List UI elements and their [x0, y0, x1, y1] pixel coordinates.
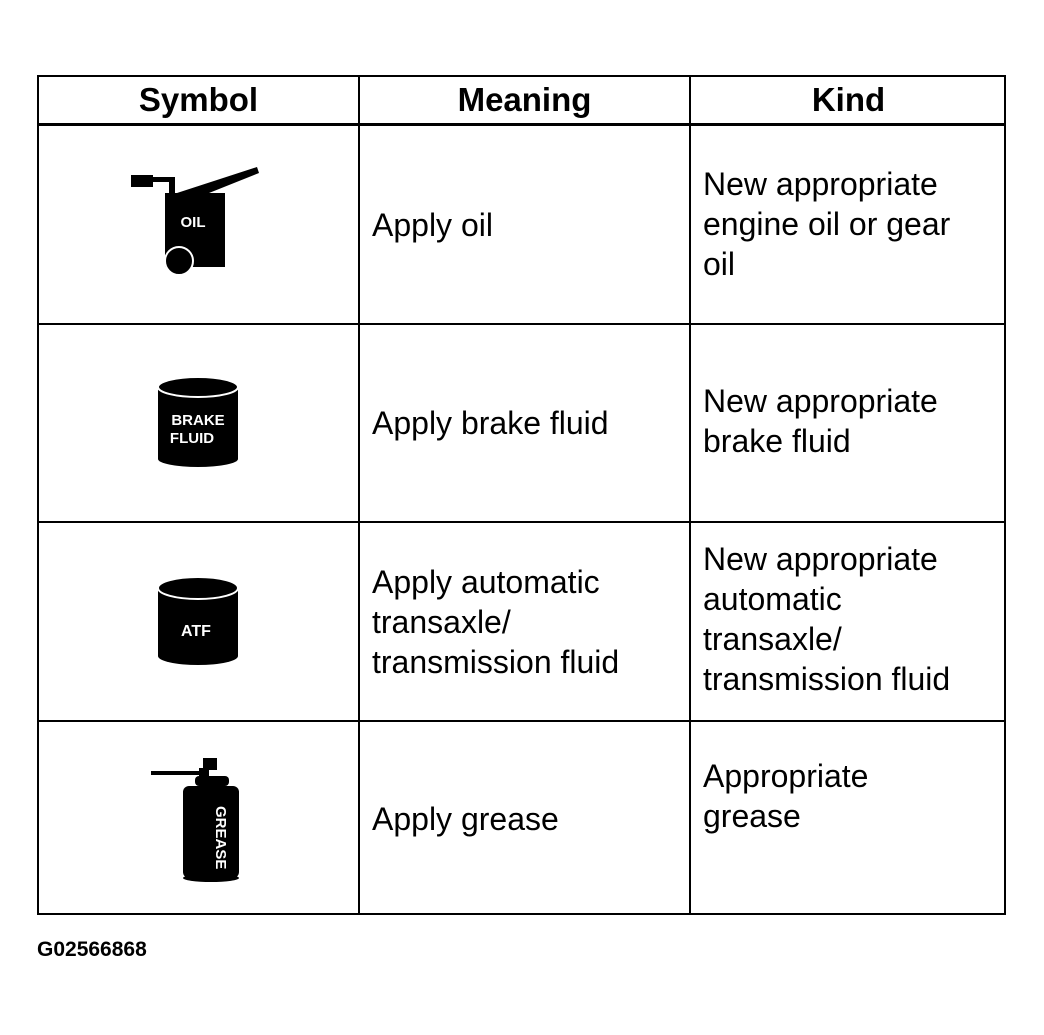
row-divider: [39, 720, 1004, 722]
kind-cell-atf: New appropriate automatic transaxle/ tra…: [691, 523, 1006, 720]
symbol-cell-brake-fluid: BRAKE FLUID: [39, 325, 358, 521]
brake-fluid-can-icon: BRAKE FLUID: [156, 376, 239, 467]
kind-cell-brake-fluid: New appropriate brake fluid: [691, 325, 1006, 521]
header-kind: Kind: [811, 81, 886, 118]
grease-can-icon: GREASE: [150, 757, 239, 882]
figure-id: G02566868: [37, 938, 147, 961]
atf-icon-label: ATF: [181, 623, 211, 640]
atf-can-icon: ATF: [156, 575, 239, 665]
header-symbol: Symbol: [138, 81, 259, 118]
oil-can-icon: OIL: [130, 166, 259, 276]
symbol-cell-oil: OIL: [39, 126, 358, 323]
meaning-cell-brake-fluid: Apply brake fluid: [360, 325, 689, 521]
symbol-table: Symbol Meaning Kind OIL Apply oil New ap…: [37, 75, 1006, 915]
meaning-text: Apply oil: [372, 206, 493, 243]
meaning-text: Apply automatic transaxle/ transmission …: [372, 563, 620, 680]
svg-text:BRAKE: BRAKE: [171, 412, 224, 429]
column-divider: [358, 77, 360, 913]
column-divider: [689, 77, 691, 913]
kind-cell-oil: New appropriate engine oil or gear oil: [691, 126, 1006, 323]
header-divider: [39, 123, 1004, 126]
grease-icon-label: GREASE: [212, 806, 229, 869]
meaning-cell-atf: Apply automatic transaxle/ transmission …: [360, 523, 689, 720]
symbol-cell-grease: GREASE: [39, 722, 358, 915]
meaning-text: Apply brake fluid: [372, 405, 609, 441]
row-divider: [39, 323, 1004, 325]
row-divider: [39, 521, 1004, 523]
kind-text: New appropriate automatic transaxle/ tra…: [703, 541, 951, 697]
kind-text: New appropriate brake fluid: [703, 383, 938, 459]
kind-text: Appropriate grease: [703, 758, 869, 834]
symbol-cell-atf: ATF: [39, 523, 358, 720]
svg-text:FLUID: FLUID: [169, 430, 213, 447]
oil-icon-label: OIL: [180, 214, 205, 231]
meaning-cell-grease: Apply grease: [360, 722, 689, 915]
kind-cell-grease: Appropriate grease: [691, 722, 1006, 915]
kind-text: New appropriate engine oil or gear oil: [703, 166, 951, 282]
meaning-cell-oil: Apply oil: [360, 126, 689, 323]
meaning-text: Apply grease: [372, 800, 559, 837]
header-meaning: Meaning: [457, 81, 592, 118]
